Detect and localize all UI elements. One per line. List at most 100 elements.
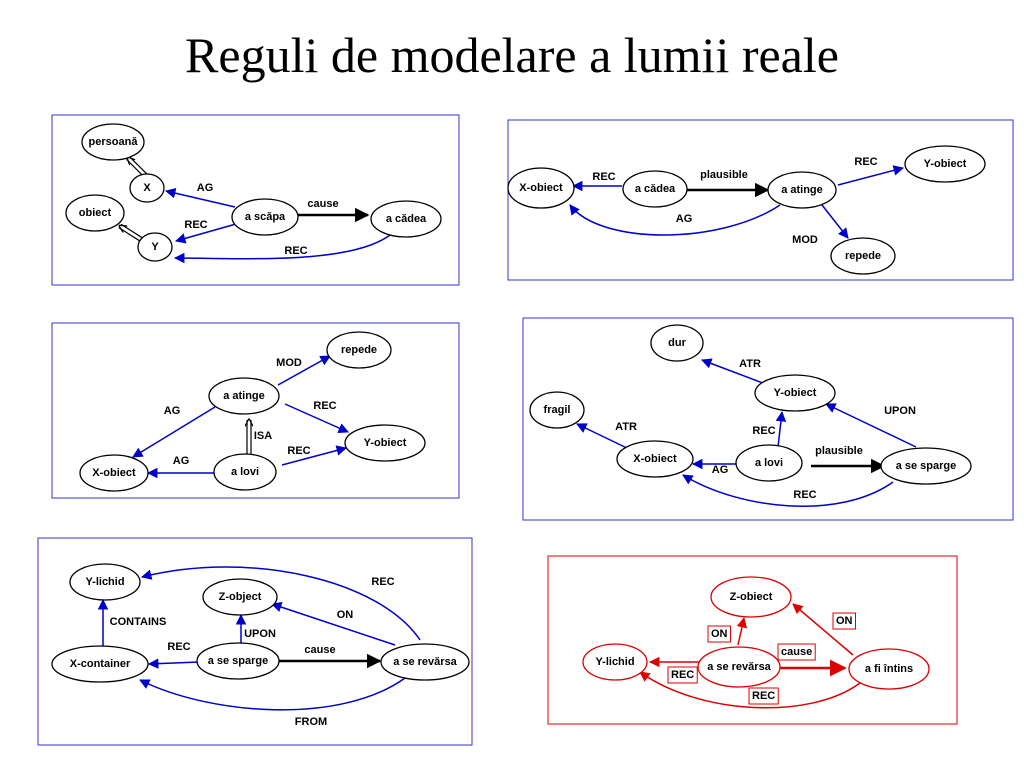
node-label-x-obiect: X-obiect xyxy=(519,182,563,194)
diagram-1-frame xyxy=(51,114,460,286)
edge-on-2 xyxy=(792,603,854,656)
node-label-a-se-revarsa: a se revărsa xyxy=(393,656,457,668)
node-label-a-cadea: a cădea xyxy=(386,213,427,225)
node-label-y: Y xyxy=(151,241,159,253)
edge-label-rec2: REC xyxy=(287,445,310,457)
edge-label-box-rec2 xyxy=(748,687,779,705)
diagram-6-frame xyxy=(547,555,958,725)
node-label-a-se-sparge: a se sparge xyxy=(208,655,269,667)
node-a-atinge xyxy=(767,171,837,209)
node-z-object xyxy=(710,576,792,618)
edge-label-ag: AG xyxy=(676,213,693,225)
edge-on xyxy=(271,602,396,646)
edge-label-box-on1 xyxy=(707,625,731,643)
edge-label-rec2: REC xyxy=(284,245,307,257)
node-label-x: X xyxy=(143,182,151,194)
edge-rec-2 xyxy=(837,165,905,186)
edge-label-box-rec1 xyxy=(667,666,698,684)
edge-rec-1 xyxy=(775,410,787,448)
node-label-a-scapa: a scăpa xyxy=(245,211,286,223)
node-label-y-lichid: Y-lichid xyxy=(595,656,634,668)
node-a-cadea xyxy=(622,170,688,208)
edge-upon xyxy=(825,403,917,448)
edge-label-rec2: REC xyxy=(752,690,775,702)
edge-rec-2 xyxy=(639,671,861,709)
edge-label-rec1: REC xyxy=(313,400,336,412)
edge-on-1 xyxy=(736,616,748,646)
edge-label-cause: cause xyxy=(304,644,335,656)
edge-rec-2 xyxy=(173,234,391,264)
node-a-se-sparge xyxy=(196,642,280,680)
slide-title: Reguli de modelare a lumii reale xyxy=(185,27,839,83)
edge-label-box-cause xyxy=(777,643,816,661)
edge-ag xyxy=(569,204,781,236)
node-x-obiect xyxy=(79,454,149,492)
node-label-a-atinge: a atinge xyxy=(223,390,265,402)
edge-label-ag: AG xyxy=(712,464,729,476)
node-a-atinge xyxy=(208,377,280,415)
node-obiect xyxy=(65,194,125,232)
edge-label-ag1: AG xyxy=(164,405,181,417)
node-a-lovi xyxy=(735,444,803,482)
edge-rec-2 xyxy=(147,658,200,669)
edge-rec-1 xyxy=(140,566,421,641)
node-repede xyxy=(830,237,896,275)
node-label-a-se-revarsa: a se revărsa xyxy=(707,661,771,673)
node-label-a-atinge: a atinge xyxy=(781,184,823,196)
node-label-a-lovi: a lovi xyxy=(231,466,259,478)
node-y-obiect xyxy=(754,374,836,412)
edge-label-cause: cause xyxy=(781,646,812,658)
node-label-a-se-sparge: a se sparge xyxy=(896,460,957,472)
edge-label-rec1: REC xyxy=(184,219,207,231)
edge-label-atr2: ATR xyxy=(615,421,637,433)
node-a-se-revarsa xyxy=(380,643,470,681)
edge-label-rec2: REC xyxy=(854,156,877,168)
edge-label-mod: MOD xyxy=(792,234,818,246)
node-label-x-container: X-container xyxy=(70,658,131,670)
edge-mod xyxy=(821,204,849,239)
diagram-3-frame xyxy=(51,322,460,499)
edge-label-on1: ON xyxy=(711,628,728,640)
node-x-obiect xyxy=(616,440,694,478)
edge-label-upon: UPON xyxy=(884,405,916,417)
isa-x-persoana-a xyxy=(128,156,149,177)
node-a-se-sparge xyxy=(880,447,972,485)
edge-label-on: ON xyxy=(337,609,354,621)
node-label-y-obiect: Y-obiect xyxy=(924,158,967,170)
edge-label-cause: cause xyxy=(307,198,338,210)
edge-label-rec1: REC xyxy=(592,171,615,183)
edge-label-atr1: ATR xyxy=(739,358,761,370)
node-label-a-cadea: a cădea xyxy=(635,183,676,195)
node-x-container xyxy=(51,645,149,683)
edge-label-mod: MOD xyxy=(276,357,302,369)
edge-atr-1 xyxy=(701,358,769,386)
node-label-y-obiect: Y-obiect xyxy=(774,387,817,399)
edge-label-plausible: plausible xyxy=(815,445,863,457)
edge-rec-2 xyxy=(281,445,348,466)
node-label-obiect: obiect xyxy=(79,207,112,219)
node-label-z-object: Z-obiect xyxy=(730,591,773,603)
diagram-4-frame xyxy=(522,317,1014,521)
edge-label-ag2: AG xyxy=(173,455,190,467)
edge-label-rec1: REC xyxy=(371,576,394,588)
node-y-obiect xyxy=(344,424,426,462)
node-label-a-lovi: a lovi xyxy=(755,457,783,469)
node-label-y-lichid: Y-lichid xyxy=(85,576,124,588)
edge-label-from: FROM xyxy=(295,716,327,728)
edge-ag xyxy=(164,188,236,208)
node-label-y-obiect: Y-obiect xyxy=(364,437,407,449)
edge-rec-1 xyxy=(284,403,349,433)
node-y-lichid xyxy=(582,643,648,681)
edge-label-contains: CONTAINS xyxy=(110,616,167,628)
node-label-z-object: Z-object xyxy=(219,591,262,603)
node-label-x-obiect: X-obiect xyxy=(92,467,136,479)
edge-label-rec1: REC xyxy=(671,669,694,681)
node-dur xyxy=(650,324,704,362)
edge-label-box-on2 xyxy=(832,612,856,630)
node-x xyxy=(129,173,165,203)
node-a-se-revarsa xyxy=(697,646,781,688)
node-label-a-fi-intins: a fi întins xyxy=(865,663,913,675)
edge-label-ag: AG xyxy=(197,182,214,194)
